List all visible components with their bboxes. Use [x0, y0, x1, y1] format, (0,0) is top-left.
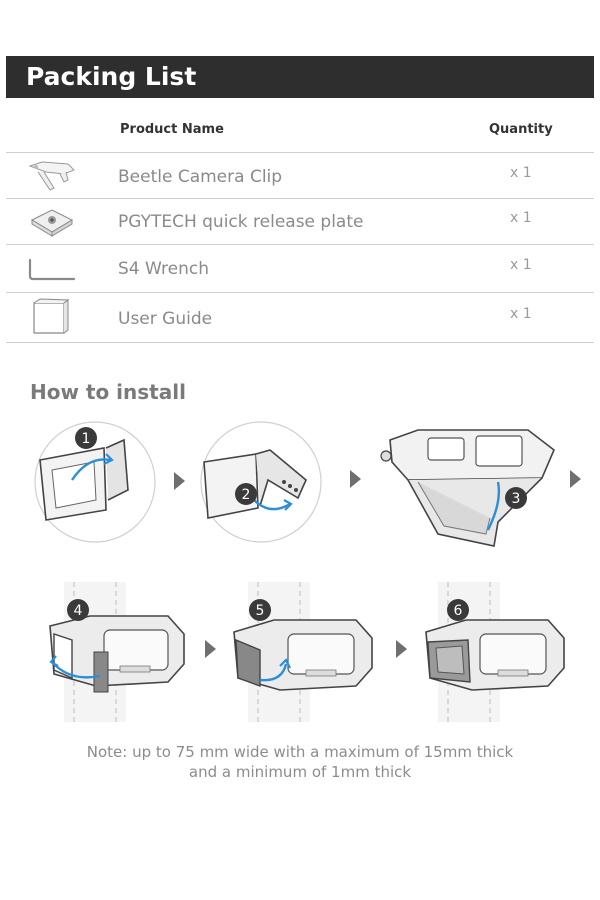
step-badge-3: 3: [512, 491, 521, 507]
install-step-2-illustration: 2: [200, 421, 322, 543]
table-row: Beetle Camera Clip x 1: [0, 153, 600, 198]
user-guide-icon: [33, 298, 70, 334]
step-badge-4: 4: [74, 603, 83, 619]
camera-clip-icon: [28, 161, 75, 191]
divider: [6, 292, 594, 293]
packing-list-banner: Packing List: [6, 56, 594, 98]
divider: [6, 342, 594, 343]
step-badge-2: 2: [242, 487, 251, 503]
note-line-2: and a minimum of 1mm thick: [188, 763, 412, 781]
install-step-4-illustration: 4: [49, 582, 185, 722]
next-step-arrow: [350, 470, 361, 488]
divider: [6, 244, 594, 245]
item-name: User Guide: [118, 309, 213, 329]
step-badge-1: 1: [82, 431, 91, 447]
table-row: S4 Wrench x 1: [0, 245, 600, 290]
divider: [6, 152, 594, 153]
divider: [6, 198, 594, 199]
note-line-1: Note: up to 75 mm wide with a maximum of…: [86, 743, 514, 761]
next-step-arrow: [174, 472, 185, 490]
install-step-5-illustration: 5: [233, 582, 373, 722]
install-step-1-illustration: 1: [34, 421, 156, 543]
item-name: PGYTECH quick release plate: [118, 212, 364, 232]
install-step-6-illustration: 6: [425, 582, 565, 722]
item-quantity: x 1: [510, 306, 532, 322]
next-step-arrow: [396, 640, 407, 658]
table-row: User Guide x 1: [0, 293, 600, 338]
wrench-icon: [28, 258, 76, 281]
item-quantity: x 1: [510, 165, 532, 181]
next-step-arrow: [205, 640, 216, 658]
next-step-arrow: [570, 470, 581, 488]
column-product-name: Product Name: [120, 122, 224, 137]
step-badge-6: 6: [454, 603, 463, 619]
item-quantity: x 1: [510, 257, 532, 273]
install-step-3-illustration: 3: [380, 429, 555, 547]
item-name: S4 Wrench: [118, 259, 210, 279]
release-plate-icon: [30, 209, 74, 237]
column-quantity: Quantity: [489, 122, 553, 137]
table-header: Product Name Quantity: [0, 120, 600, 140]
step-badge-5: 5: [256, 603, 265, 619]
table-row: PGYTECH quick release plate x 1: [0, 199, 600, 244]
item-name: Beetle Camera Clip: [118, 167, 283, 187]
item-quantity: x 1: [510, 210, 532, 226]
packing-list-title: Packing List: [26, 62, 197, 91]
how-to-install-title: How to install: [30, 380, 186, 404]
